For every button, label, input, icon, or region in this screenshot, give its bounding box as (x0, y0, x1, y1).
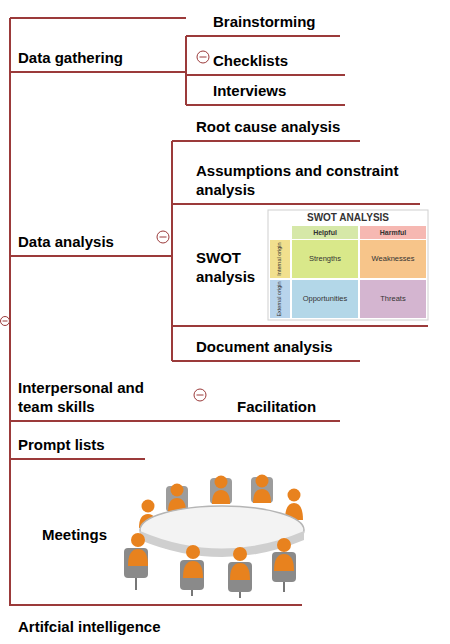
topic-text: Prompt lists (18, 435, 141, 454)
topic-text: Meetings (42, 525, 122, 544)
collapse-toggle (157, 231, 169, 243)
illustration-label: Helpful (292, 226, 358, 239)
illustration-label: Opportunities (292, 280, 358, 318)
topic-text: Brainstorming (213, 12, 336, 31)
illustration-label: Weaknesses (360, 240, 426, 278)
branch-topic: Data gathering (10, 46, 186, 73)
topic-text: Root cause analysis (196, 117, 356, 136)
topic-text: Facilitation (237, 397, 336, 416)
illustration-label: Harmful (360, 226, 426, 239)
illustration-label: Threats (360, 280, 426, 318)
topic-text: Document analysis (196, 337, 356, 356)
collapse-toggle (194, 389, 206, 401)
illustration-label: Internal origin (276, 240, 284, 278)
topic-text: Data gathering (18, 48, 182, 67)
illustration-label: SWOT ANALYSIS (268, 211, 428, 225)
trunk-cap (10, 17, 186, 19)
sub-topic: SWOT analysis (172, 210, 428, 327)
branch-topic: Prompt lists (10, 433, 145, 460)
collapse-toggle (1, 317, 10, 326)
branch-topic: Interpersonal and team skills (10, 376, 185, 422)
sub-topic: Document analysis (172, 335, 360, 362)
topic-text: Interpersonal and team skills (18, 378, 156, 416)
sub-topic: Interviews (186, 79, 345, 106)
meeting-illustration (124, 475, 304, 599)
branch-topic: Artifcial intelligence (10, 615, 210, 642)
sub-topic: Facilitation (185, 395, 340, 422)
topic-text: Data analysis (18, 232, 168, 251)
sub-topic: Brainstorming (186, 10, 340, 37)
swot-illustration (268, 210, 428, 320)
topic-text: Assumptions and constraint analysis (196, 161, 416, 199)
sub-topic: Root cause analysis (172, 115, 360, 142)
branch-topic: Data analysis (10, 230, 172, 257)
topic-text: Artifcial intelligence (18, 617, 206, 636)
sub-topic: Assumptions and constraint analysis (172, 159, 420, 205)
collapse-toggle (197, 51, 209, 63)
sub-topic: Checklists (186, 49, 345, 76)
topic-text: Checklists (213, 51, 341, 70)
topic-text: Interviews (213, 81, 341, 100)
illustration-label: External origin (276, 280, 284, 318)
illustration-label: Strengths (292, 240, 358, 278)
branch-topic: Meetings (10, 466, 302, 606)
topic-text: SWOT analysis (196, 248, 266, 286)
